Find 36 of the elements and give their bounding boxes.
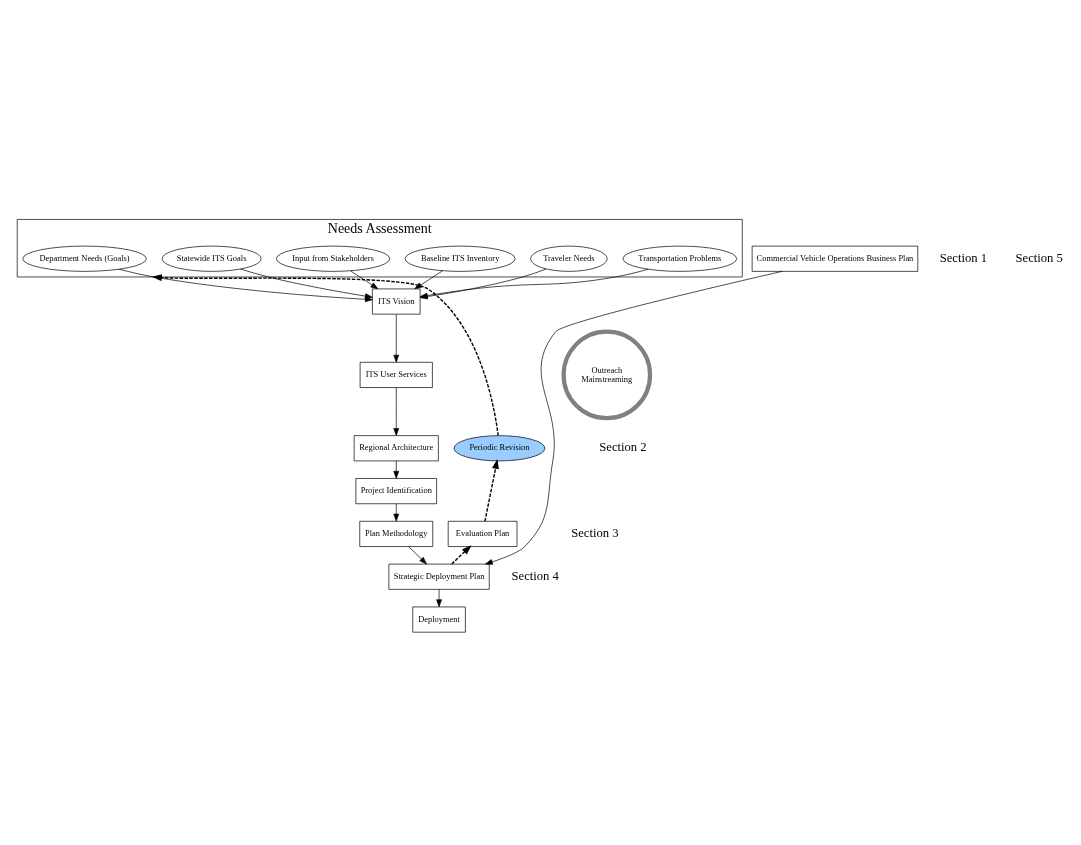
node-circle: Outreach Mainstreaming [561, 329, 653, 420]
node-box: Plan Methodology [359, 520, 434, 547]
label: Section 3 [571, 525, 619, 540]
node-box: Commercial Vehicle Operations Business Plan [751, 245, 919, 272]
arrow [393, 502, 400, 521]
arrow [151, 273, 499, 436]
arrow [451, 544, 472, 565]
arrow [393, 313, 400, 363]
node-ellipse: Department Needs (Goals) [22, 245, 147, 272]
node-ellipse: Statewide ITS Goals [161, 245, 262, 272]
label: Section 2 [599, 439, 647, 454]
arrow [393, 386, 400, 436]
node-ellipse: Traveler Needs [530, 245, 608, 272]
arrow [414, 269, 444, 289]
arrow [408, 545, 427, 564]
node-box: Strategic Deployment Plan [388, 563, 490, 590]
arrow [485, 270, 783, 565]
arrow [436, 588, 442, 607]
node-box: ITS User Services [359, 361, 433, 388]
node-ellipse: Baseline ITS Inventory [404, 245, 516, 272]
node-box: Project Identification [355, 477, 437, 504]
arrow [118, 268, 373, 302]
arrow [240, 268, 373, 299]
label: Section 4 [511, 568, 559, 583]
arrow [350, 270, 379, 289]
label: Section 1 [939, 250, 988, 265]
node-box: Evaluation Plan [447, 520, 518, 547]
label: Section 5 [1015, 250, 1063, 265]
node-ellipse: Periodic Revision [453, 434, 546, 461]
arrow [484, 458, 499, 522]
node-ellipse: Transportation Problems [622, 245, 738, 272]
node-box: ITS Vision [372, 288, 421, 315]
node-ellipse: Input from Stakeholders [276, 245, 391, 272]
node-box: Deployment [412, 606, 466, 633]
node-box: Regional Architecture [353, 434, 439, 461]
arrow [393, 460, 400, 479]
